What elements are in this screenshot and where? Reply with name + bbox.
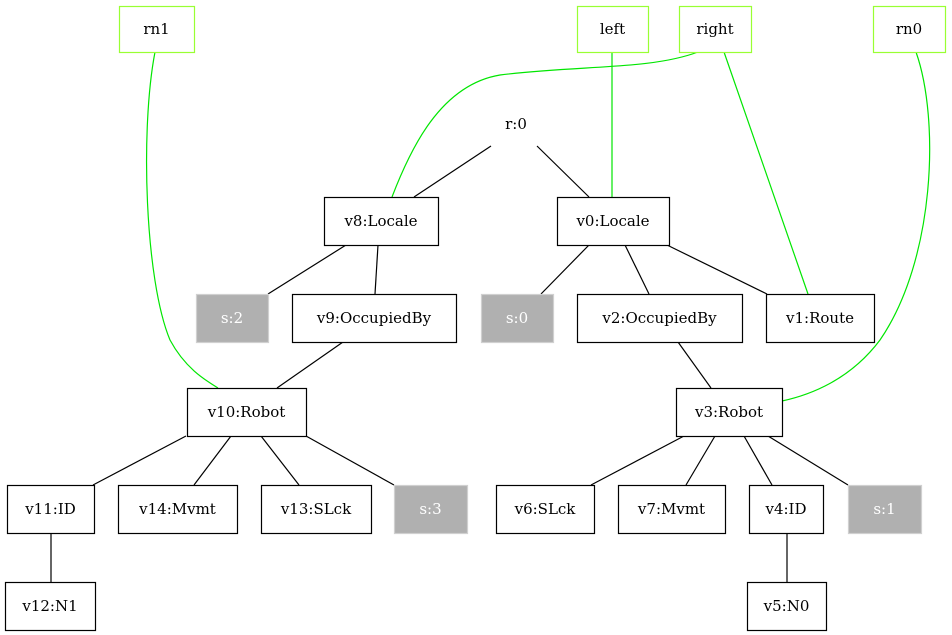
node-node-box — [746, 581, 828, 632]
node-right[interactable]: right — [678, 5, 753, 54]
tree-edge-v0-s0 — [540, 244, 590, 295]
node-node-box — [117, 484, 239, 535]
node-v13[interactable]: v13:SLck — [260, 484, 373, 535]
ref-node-box — [872, 5, 947, 54]
node-node-box — [556, 196, 671, 247]
tree-edge-v0-v2 — [624, 244, 650, 295]
node-label: v8:Locale — [343, 212, 417, 230]
node-label: v7:Mvmt — [637, 500, 705, 518]
node-node-box — [675, 387, 784, 438]
node-node-box — [495, 484, 596, 535]
node-v12[interactable]: v12:N1 — [4, 581, 97, 632]
tree-edge-v10-v13 — [260, 435, 300, 486]
tree-edge-v3-s1 — [767, 435, 849, 486]
node-label: v13:SLck — [280, 500, 352, 518]
tree-edge-v10-s3 — [305, 435, 395, 486]
node-v9[interactable]: v9:OccupiedBy — [291, 293, 458, 344]
tree-edge-v8-v9 — [374, 244, 379, 295]
node-v8[interactable]: v8:Locale — [323, 196, 440, 247]
node-label: r:0 — [505, 115, 527, 133]
tree-edge-v3-v7 — [685, 435, 716, 486]
ref-edge-rn1-v10 — [145, 51, 219, 389]
tree-edge-v9-v10 — [276, 341, 344, 389]
node-v2[interactable]: v2:OccupiedBy — [576, 293, 744, 344]
ref-edge-right-v8 — [391, 51, 699, 198]
node-v1[interactable]: v1:Route — [765, 293, 876, 344]
tree-edge-v0-v1 — [666, 244, 768, 295]
node-v10[interactable]: v10:Robot — [186, 387, 308, 438]
state-node-box — [480, 293, 555, 344]
tree-edge-v8-s2 — [267, 244, 347, 295]
tree-edge-v10-v11 — [92, 435, 187, 486]
node-v6[interactable]: v6:SLck — [495, 484, 596, 535]
tree-edge-r0-v0 — [536, 145, 590, 198]
node-label: v4:ID — [764, 500, 806, 518]
node-v14[interactable]: v14:Mvmt — [117, 484, 239, 535]
node-label: v12:N1 — [21, 597, 77, 615]
node-node-box — [765, 293, 876, 344]
node-label: s:0 — [506, 309, 528, 327]
node-v3[interactable]: v3:Robot — [675, 387, 784, 438]
tree-edge-v10-v14 — [193, 435, 232, 486]
node-node-box — [617, 484, 727, 535]
ref-node-box — [576, 5, 650, 54]
node-s0[interactable]: s:0 — [480, 293, 555, 344]
ref-node-box — [118, 5, 196, 54]
tree-edge-v3-v4 — [743, 435, 773, 486]
node-rn1[interactable]: rn1 — [118, 5, 196, 54]
node-left[interactable]: left — [576, 5, 650, 54]
node-node-box — [576, 293, 744, 344]
state-node-box — [393, 484, 469, 535]
state-node-box — [847, 484, 923, 535]
node-label: v11:ID — [24, 500, 76, 518]
tree-edge-v3-v6 — [590, 435, 685, 486]
node-v5[interactable]: v5:N0 — [746, 581, 828, 632]
node-label: s:1 — [873, 500, 895, 518]
node-v0[interactable]: v0:Locale — [556, 196, 671, 247]
nodes-layer: rn1 left right rn0 r:0 v8:Locale v0:Locale s:2 v… — [4, 5, 947, 632]
node-label: v14:Mvmt — [138, 500, 216, 518]
node-v7[interactable]: v7:Mvmt — [617, 484, 727, 535]
node-node-box — [186, 387, 308, 438]
node-node-box — [291, 293, 458, 344]
node-s2[interactable]: s:2 — [195, 293, 270, 344]
node-label: v6:SLck — [514, 500, 577, 518]
node-node-box — [260, 484, 373, 535]
node-label: v9:OccupiedBy — [316, 309, 432, 327]
node-label: rn0 — [896, 20, 922, 38]
ref-edge-right-v1 — [723, 51, 809, 295]
node-r0[interactable]: r:0 — [505, 115, 527, 133]
node-label: rn1 — [143, 20, 169, 38]
ref-edge-rn0-v3 — [781, 51, 931, 402]
node-v11[interactable]: v11:ID — [6, 484, 96, 535]
node-node-box — [323, 196, 440, 247]
node-label: right — [696, 20, 733, 38]
edges-layer — [50, 51, 931, 582]
state-node-box — [195, 293, 270, 344]
node-label: left — [600, 20, 625, 38]
node-node-box — [4, 581, 97, 632]
tree-edge-r0-v8 — [413, 145, 492, 198]
node-s3[interactable]: s:3 — [393, 484, 469, 535]
node-label: v5:N0 — [763, 597, 810, 615]
tree-edge-v2-v3 — [677, 341, 712, 389]
node-node-box — [6, 484, 96, 535]
node-v4[interactable]: v4:ID — [748, 484, 825, 535]
node-label: v1:Route — [785, 309, 854, 327]
node-label: v2:OccupiedBy — [601, 309, 717, 327]
node-label: v3:Robot — [694, 403, 763, 421]
node-node-box — [748, 484, 825, 535]
ref-node-box — [678, 5, 753, 54]
node-label: s:3 — [419, 500, 441, 518]
node-s1[interactable]: s:1 — [847, 484, 923, 535]
node-rn0[interactable]: rn0 — [872, 5, 947, 54]
node-label: s:2 — [221, 309, 243, 327]
node-label: v10:Robot — [207, 403, 286, 421]
node-label: v0:Locale — [575, 212, 649, 230]
